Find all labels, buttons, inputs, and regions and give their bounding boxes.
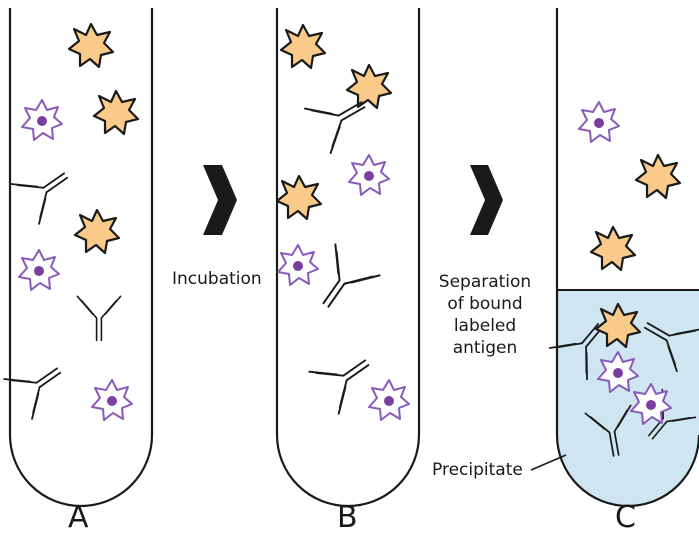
- diagram-canvas: [3, 8, 699, 508]
- precipitate-leader-line: [530, 454, 567, 471]
- separation-line: of bound: [447, 294, 523, 314]
- tube-a-label: A: [68, 500, 89, 535]
- separation-label: Separation of bound labeled antigen: [432, 271, 538, 359]
- separation-line: antigen: [452, 338, 518, 358]
- process-arrow-icon: [203, 165, 237, 235]
- tube-c-outline: [555, 8, 699, 508]
- radioimmunoassay-diagram: Incubation Separation of bound labeled a…: [3, 8, 699, 535]
- labeled-antigen-icon: [589, 225, 637, 272]
- tube-b-outline: [275, 8, 421, 508]
- incubation-label: Incubation: [172, 269, 262, 289]
- tube-b-label: B: [337, 500, 358, 535]
- precipitate-label: Precipitate: [432, 460, 523, 480]
- separation-line: labeled: [453, 316, 517, 336]
- separation-line: Separation: [438, 272, 532, 292]
- unlabeled-antigen-icon: [578, 101, 620, 143]
- precipitate-region: [557, 290, 699, 506]
- tube-c-label: C: [615, 500, 636, 535]
- labeled-antigen-icon: [634, 153, 682, 200]
- tube-a-outline: [8, 8, 154, 508]
- tube-c: [530, 8, 699, 508]
- tube-b: [275, 8, 421, 508]
- process-arrow-icon: [470, 165, 503, 235]
- tube-a: [3, 8, 154, 508]
